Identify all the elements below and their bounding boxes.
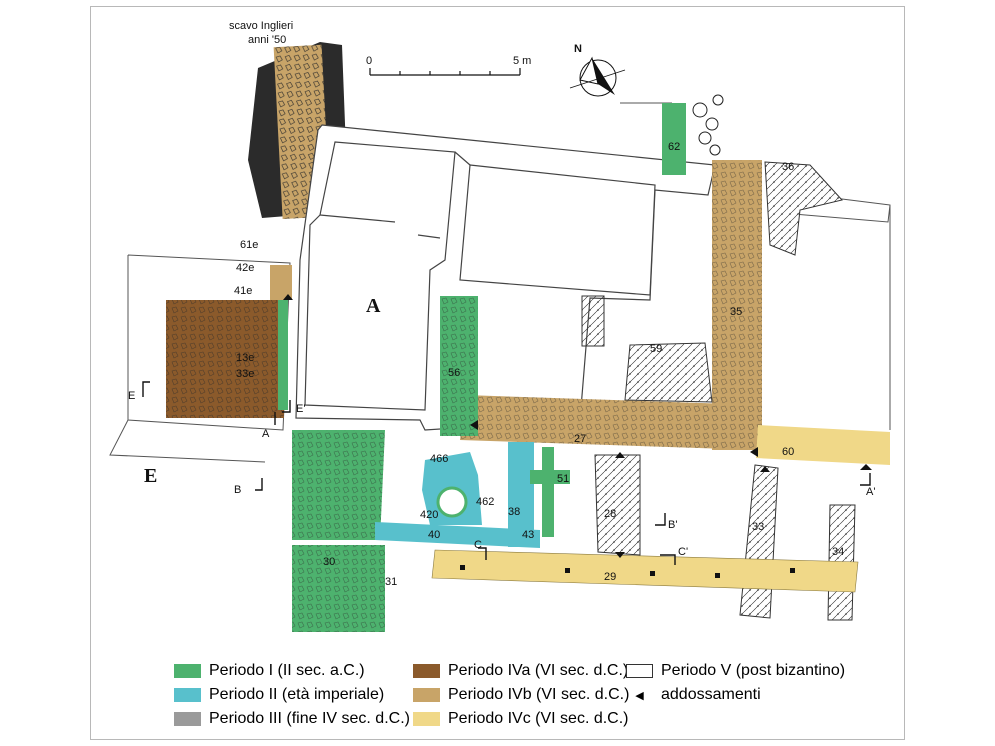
legend-item-periodo-IVb: Periodo IVb (VI sec. d.C.) <box>413 686 629 704</box>
unit-462-label: 462 <box>476 496 494 508</box>
unit-36-label: 36 <box>782 161 794 173</box>
stones-near-62 <box>692 94 724 156</box>
section-A-label: A <box>262 428 270 440</box>
scale-bar <box>369 68 521 76</box>
legend-label: Periodo IVc (VI sec. d.C.) <box>448 710 629 727</box>
unit-62-label: 62 <box>668 141 680 153</box>
period-I-area-texture <box>292 430 385 540</box>
unit-59-label: 59 <box>650 343 662 355</box>
section-B-prime-label: B' <box>668 519 677 531</box>
unit-420-label: 420 <box>420 509 438 521</box>
legend-item-periodo-III: Periodo III (fine IV sec. d.C.) <box>174 710 410 728</box>
unit-29-label: 29 <box>604 571 616 583</box>
legend-item-periodo-I: Periodo I (II sec. a.C.) <box>174 662 365 680</box>
legend-label: addossamenti <box>661 686 761 703</box>
section-A-prime-label: A' <box>866 486 875 498</box>
unit-51 <box>530 447 570 537</box>
unit-61e-label: 61e <box>240 239 258 251</box>
unit-40-label: 40 <box>428 529 440 541</box>
north-label: N <box>574 43 582 55</box>
unit-56-texture <box>440 296 478 436</box>
legend-item-periodo-V: Periodo V (post bizantino) <box>626 662 845 680</box>
legend-swatch <box>626 664 653 678</box>
excavation-note-line1: scavo Inglieri <box>229 20 293 32</box>
section-E-prime-label: E' <box>296 403 305 415</box>
addossamenti-markers <box>283 294 872 558</box>
unit-38-label: 38 <box>508 506 520 518</box>
legend-swatch <box>413 712 440 726</box>
unit-41e-label: 41e <box>234 285 252 297</box>
section-C-label: C <box>474 539 482 551</box>
legend-item-periodo-II: Periodo II (età imperiale) <box>174 686 384 704</box>
unit-30-texture <box>292 545 385 632</box>
legend-label: Periodo I (II sec. a.C.) <box>209 662 365 679</box>
unit-35-label: 35 <box>730 306 742 318</box>
legend-item-periodo-IVc: Periodo IVc (VI sec. d.C.) <box>413 710 629 728</box>
unit-27-texture <box>460 395 760 450</box>
unit-35-texture <box>712 160 762 450</box>
wall-fragment <box>581 295 605 347</box>
section-C-prime-label: C' <box>678 546 688 558</box>
legend-item-periodo-IVa: Periodo IVa (VI sec. d.C.) <box>413 662 628 680</box>
legend-label: Periodo III (fine IV sec. d.C.) <box>209 710 410 727</box>
unit-59-texture <box>625 343 712 402</box>
unit-60-label: 60 <box>782 446 794 458</box>
unit-13e-33e <box>166 300 284 418</box>
unit-27-label: 27 <box>574 433 586 445</box>
legend-label: Periodo II (età imperiale) <box>209 686 385 703</box>
addossamenti-icon: ◀ <box>635 689 644 702</box>
unit-43-label: 43 <box>522 529 534 541</box>
unit-33-label: 33 <box>752 521 764 533</box>
legend-item-addossamenti: ◀ addossamenti <box>626 686 761 704</box>
unit-13e-label: 13e <box>236 352 254 364</box>
section-marks <box>142 381 871 565</box>
legend-label: Periodo IVb (VI sec. d.C.) <box>448 686 630 703</box>
unit-33-texture <box>740 465 778 618</box>
unit-33e-label: 33e <box>236 368 254 380</box>
legend-swatch <box>174 688 201 702</box>
unit-41e-strip <box>278 300 288 410</box>
area-A-label: A <box>366 295 381 317</box>
unit-28-label: 28 <box>604 508 616 520</box>
unit-34-label: 34 <box>832 546 844 558</box>
north-arrow-icon <box>569 56 626 97</box>
period-II-structures <box>375 442 540 548</box>
section-B-label: B <box>234 484 241 496</box>
unit-62 <box>662 103 686 175</box>
unit-29 <box>431 549 859 593</box>
legend-swatch <box>174 664 201 678</box>
unit-60 <box>756 425 890 465</box>
unit-51-label: 51 <box>557 473 569 485</box>
unit-29-markers <box>460 565 795 578</box>
unit-61e-strip <box>270 265 292 300</box>
building-A <box>295 124 716 431</box>
legend-swatch <box>413 688 440 702</box>
scale-start: 0 <box>366 55 372 67</box>
section-E-label: E <box>128 390 135 402</box>
area-E-label: E <box>144 465 157 487</box>
legend-label: Periodo V (post bizantino) <box>661 662 846 679</box>
unit-466-label: 466 <box>430 453 448 465</box>
unit-28-texture <box>595 455 640 555</box>
unit-31-label: 31 <box>385 576 397 588</box>
excavation-note-line2: anni '50 <box>248 34 286 46</box>
legend-label: Periodo IVa (VI sec. d.C.) <box>448 662 629 679</box>
legend-swatch <box>174 712 201 726</box>
unit-42e-label: 42e <box>236 262 254 274</box>
legend-swatch <box>413 664 440 678</box>
unit-30-label: 30 <box>323 556 335 568</box>
unit-56-label: 56 <box>448 367 460 379</box>
unit-36-texture <box>765 162 842 255</box>
scale-end: 5 m <box>513 55 531 67</box>
